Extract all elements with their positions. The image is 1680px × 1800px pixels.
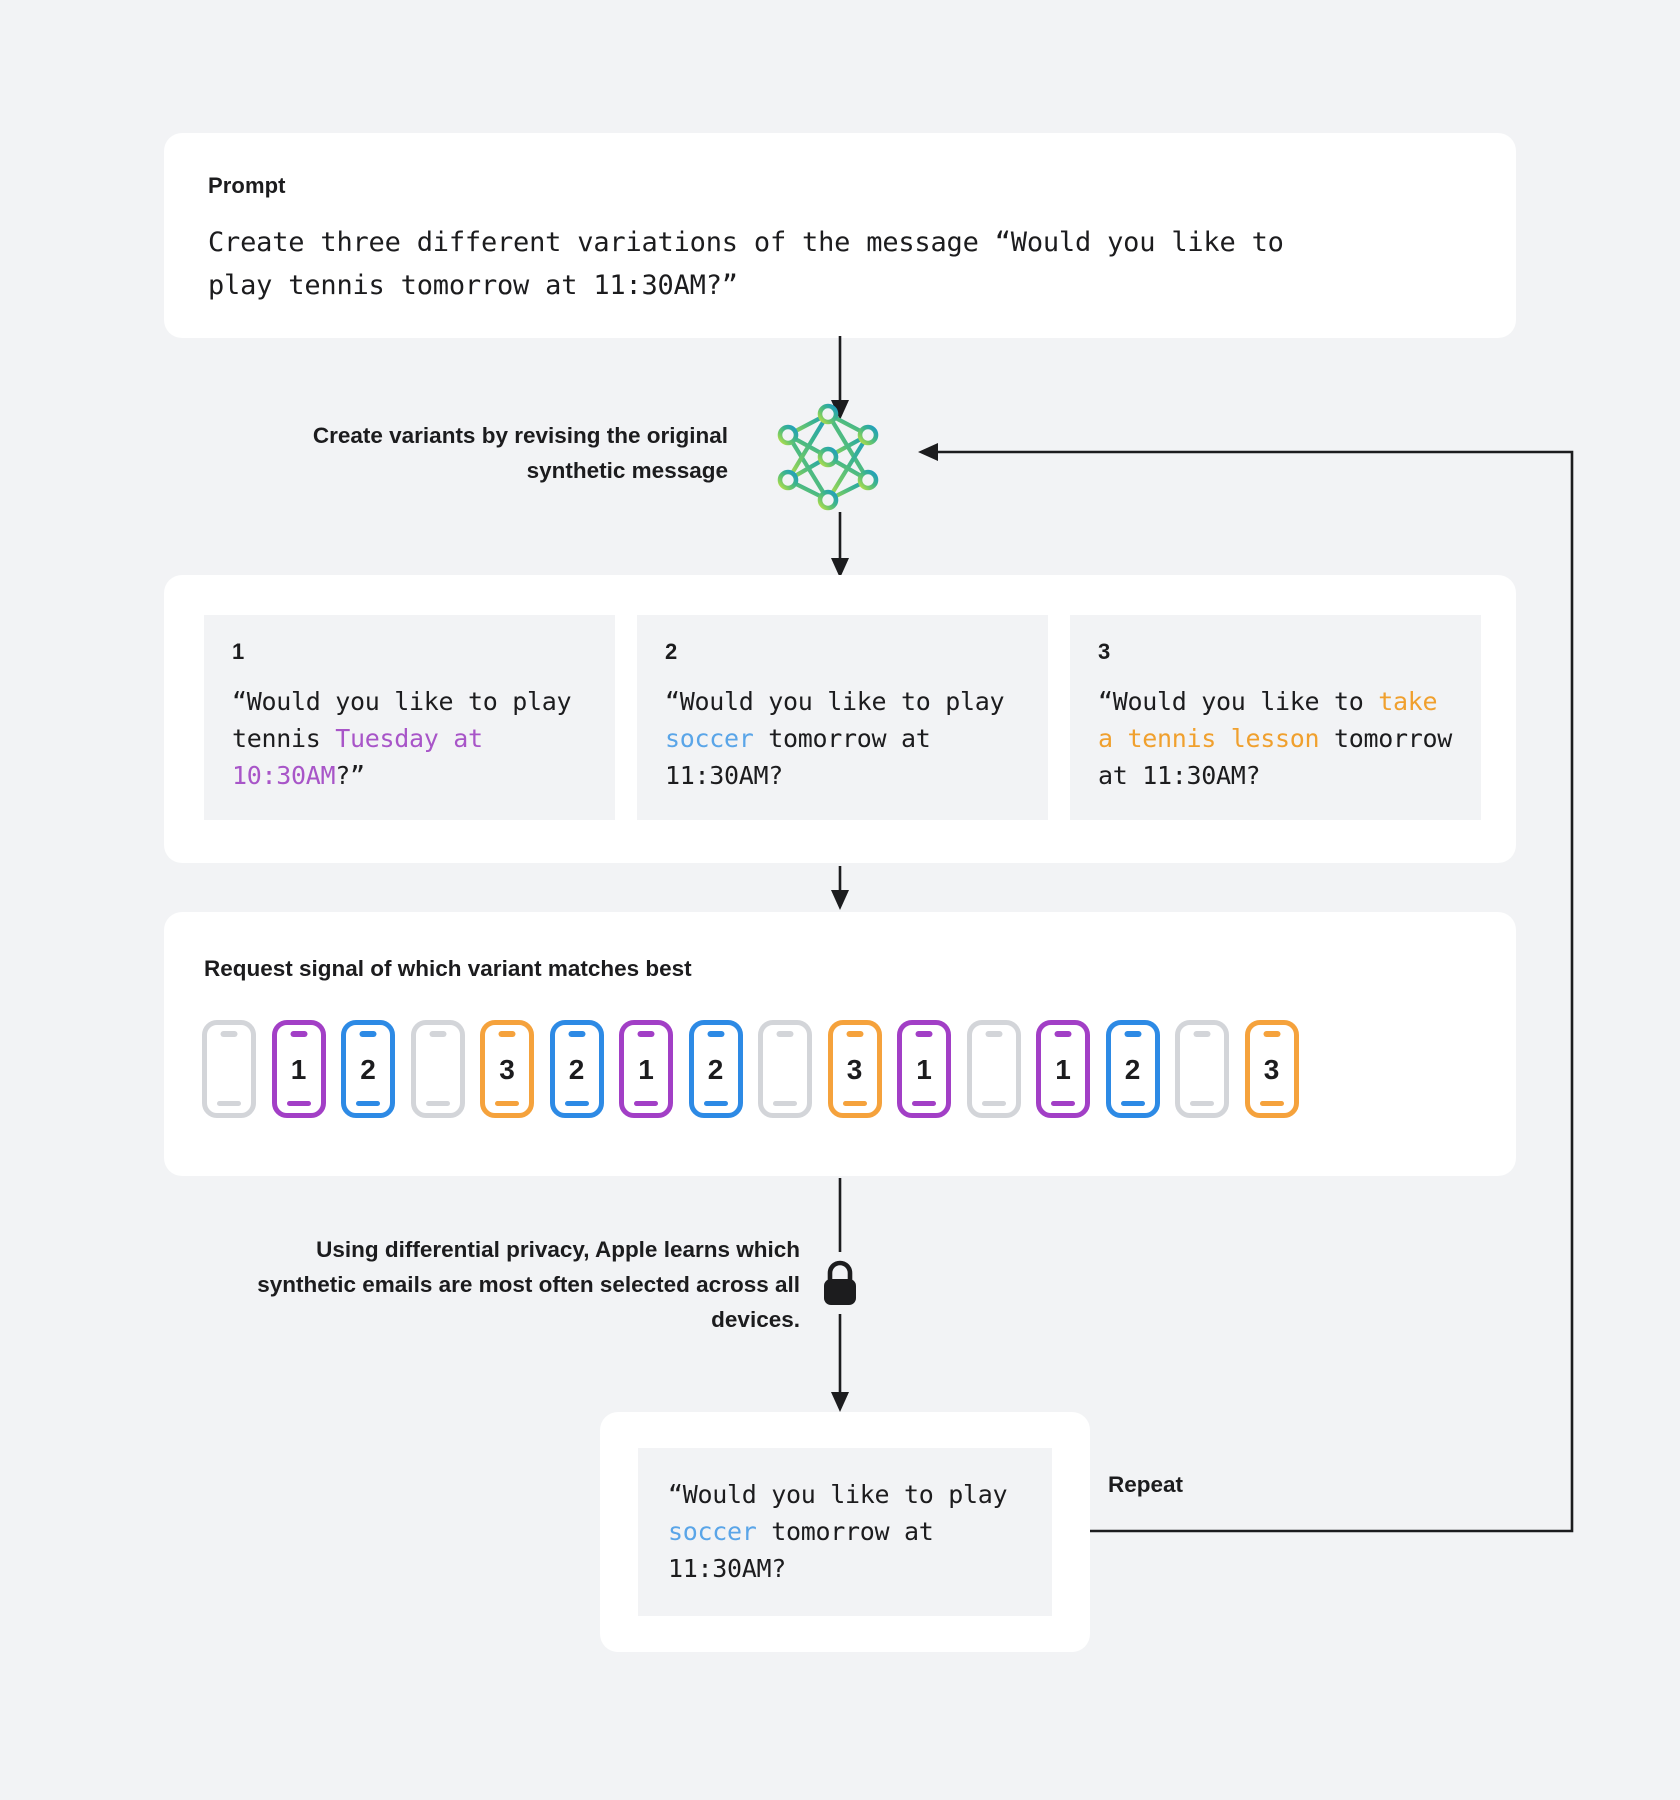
result-text: “Would you like to play soccer tomorrow …	[668, 1476, 1022, 1587]
phone-home-indicator-icon	[703, 1100, 728, 1106]
phone-selection-number: 3	[846, 1053, 863, 1085]
phone-notch-icon	[568, 1031, 585, 1037]
phone-selection-number: 1	[638, 1053, 654, 1085]
phone-home-indicator-icon	[1120, 1100, 1145, 1106]
phone-selection-number: 3	[1263, 1053, 1280, 1085]
variant-segment-plain: “Would you like to play	[665, 687, 1005, 716]
phone-row: 1 2 3 2 1 2 3 1 1 2 3	[202, 1020, 1299, 1118]
variant-segment-plain: “Would you like to	[1098, 687, 1379, 716]
result-inner: “Would you like to play soccer tomorrow …	[638, 1448, 1052, 1616]
phone-selection-number: 1	[290, 1053, 307, 1085]
phone-device[interactable]: 2	[549, 1020, 604, 1118]
phone-home-indicator-icon	[1051, 1100, 1075, 1106]
phone-notch-icon	[498, 1031, 516, 1037]
phone-home-indicator-icon	[1259, 1100, 1284, 1106]
phone-home-indicator-icon	[1190, 1100, 1214, 1106]
phone-device[interactable]: 3	[827, 1020, 882, 1118]
variant-text: “Would you like to take a tennis lesson …	[1098, 683, 1453, 794]
prompt-text: Create three different variations of the…	[208, 227, 1284, 301]
prompt-label: Prompt	[208, 173, 286, 198]
phone-device[interactable]: 3	[1244, 1020, 1299, 1118]
phone-notch-icon	[915, 1031, 933, 1037]
phone-notch-icon	[846, 1031, 863, 1037]
variant-segment-plain: ?”	[335, 761, 365, 790]
phone-device[interactable]	[410, 1020, 465, 1118]
phone-notch-icon	[359, 1031, 377, 1037]
phone-home-indicator-icon	[425, 1100, 450, 1106]
phone-home-indicator-icon	[564, 1100, 589, 1106]
phone-notch-icon	[1193, 1031, 1211, 1037]
phone-device[interactable]: 2	[341, 1020, 395, 1118]
variant-item: 1 “Would you like to play tennis Tuesday…	[204, 615, 615, 820]
phone-device[interactable]: 2	[688, 1020, 743, 1118]
variant-item: 3 “Would you like to take a tennis lesso…	[1070, 615, 1481, 820]
phone-device[interactable]: 1	[897, 1020, 951, 1118]
phone-notch-icon	[290, 1031, 307, 1037]
variant-segment-plain: tomorrow at 11:30AM?	[665, 724, 931, 790]
repeat-label: Repeat	[1108, 1472, 1184, 1497]
variant-text: “Would you like to play soccer tomorrow …	[665, 683, 1020, 794]
phone-selection-number: 2	[568, 1053, 585, 1085]
result-segment-plain: “Would you like to play	[668, 1480, 1008, 1509]
variant-segment-highlight: Tuesday at 10:30AM	[232, 724, 483, 790]
phone-device[interactable]	[966, 1020, 1021, 1118]
lock-icon	[819, 1258, 861, 1308]
phone-notch-icon	[776, 1031, 794, 1037]
phone-device[interactable]	[1175, 1020, 1229, 1118]
phone-device[interactable]	[758, 1020, 812, 1118]
phone-device[interactable]	[202, 1020, 256, 1118]
phone-home-indicator-icon	[356, 1100, 380, 1106]
phone-device[interactable]: 1	[1036, 1020, 1090, 1118]
phone-home-indicator-icon	[981, 1100, 1006, 1106]
arrow-variants-to-signal	[831, 866, 849, 910]
variant-number: 1	[232, 639, 245, 664]
phone-selection-number: 2	[360, 1053, 376, 1085]
privacy-note: Using differential privacy, Apple learns…	[257, 1237, 800, 1332]
phone-notch-icon	[1263, 1031, 1280, 1037]
variant-segment-plain: “Would you like to play tennis	[232, 687, 572, 753]
phone-home-indicator-icon	[773, 1100, 797, 1106]
result-segment-highlight: soccer	[668, 1517, 757, 1546]
neural-network-icon	[768, 402, 888, 512]
phone-notch-icon	[220, 1031, 238, 1037]
phone-selection-number: 2	[707, 1053, 724, 1085]
phone-home-indicator-icon	[912, 1100, 936, 1106]
phone-notch-icon	[637, 1031, 655, 1037]
result-card: “Would you like to play soccer tomorrow …	[600, 1412, 1090, 1652]
phone-device[interactable]: 2	[1105, 1020, 1160, 1118]
variant-number: 3	[1098, 639, 1111, 664]
variant-item: 2 “Would you like to play soccer tomorro…	[637, 615, 1048, 820]
phone-notch-icon	[1054, 1031, 1072, 1037]
variant-number: 2	[665, 639, 678, 664]
signal-card: Request signal of which variant matches …	[164, 912, 1516, 1176]
phone-device[interactable]: 1	[271, 1020, 326, 1118]
phone-home-indicator-icon	[286, 1100, 311, 1106]
variants-card: 1 “Would you like to play tennis Tuesday…	[164, 575, 1516, 863]
phone-notch-icon	[1124, 1031, 1141, 1037]
phone-selection-number: 1	[1055, 1053, 1071, 1085]
phone-notch-icon	[707, 1031, 724, 1037]
phone-home-indicator-icon	[634, 1100, 658, 1106]
phone-home-indicator-icon	[842, 1100, 867, 1106]
phone-selection-number: 1	[916, 1053, 932, 1085]
phone-device[interactable]: 1	[619, 1020, 673, 1118]
phone-notch-icon	[429, 1031, 446, 1037]
arrow-model-to-variants	[831, 512, 849, 578]
prompt-card: Prompt Create three different variations…	[164, 133, 1516, 338]
phone-home-indicator-icon	[217, 1100, 241, 1106]
signal-title: Request signal of which variant matches …	[204, 956, 692, 981]
phone-selection-number: 2	[1124, 1053, 1141, 1085]
variant-text: “Would you like to play tennis Tuesday a…	[232, 683, 587, 794]
phone-notch-icon	[985, 1031, 1002, 1037]
generate-step-label: Create variants by revising the original…	[312, 423, 728, 483]
phone-device[interactable]: 3	[480, 1020, 534, 1118]
phone-home-indicator-icon	[495, 1100, 519, 1106]
variant-segment-highlight: soccer	[665, 724, 754, 753]
phone-selection-number: 3	[499, 1053, 515, 1085]
result-segment-plain: tomorrow at 11:30AM?	[668, 1517, 934, 1583]
